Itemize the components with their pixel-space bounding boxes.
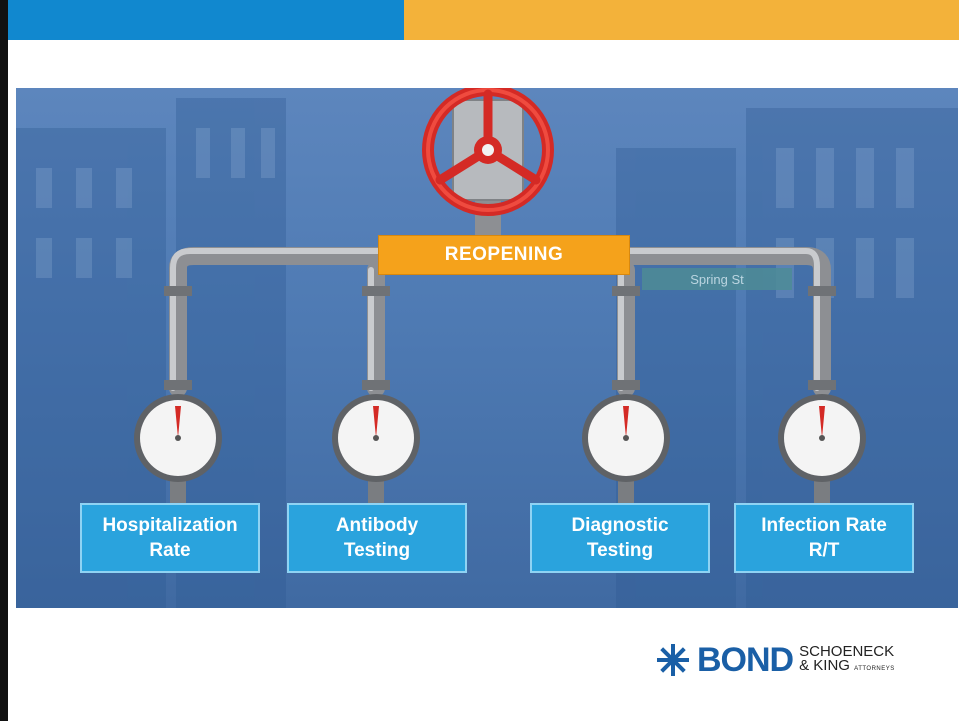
metric-box-hospitalization: Hospitalization Rate	[80, 503, 260, 573]
street-sign: Spring St	[642, 268, 792, 290]
reopening-label: REOPENING	[378, 235, 630, 275]
metric-line2: Rate	[149, 540, 191, 561]
metric-line1: Diagnostic	[571, 515, 669, 536]
valve-wheel-icon	[422, 88, 554, 238]
metric-line1: Infection Rate	[761, 515, 887, 536]
logo-bond: BOND	[697, 640, 794, 679]
snowflake-logo-icon	[657, 644, 689, 676]
gauge-icon	[134, 394, 222, 482]
gauge-icon	[778, 394, 866, 482]
logo-king: & KING	[799, 656, 850, 674]
metric-box-antibody: Antibody Testing	[287, 503, 467, 573]
metric-box-infection: Infection Rate R/T	[734, 503, 914, 573]
frame-border	[0, 0, 8, 721]
metric-box-diagnostic: Diagnostic Testing	[530, 503, 710, 573]
metric-line1: Hospitalization	[102, 515, 238, 536]
metric-line1: Antibody	[335, 515, 419, 536]
logo-attorneys: ATTORNEYS	[854, 665, 895, 672]
header-bar-blue	[8, 0, 404, 40]
reopening-graphic: Spring St REOPENING Hospitalization Rate…	[16, 88, 958, 608]
logo-schoeneck: SCHOENECK	[799, 642, 895, 660]
metric-line2: Testing	[343, 540, 411, 561]
metric-line2: R/T	[808, 540, 840, 561]
gauge-icon	[332, 394, 420, 482]
gauge-icon	[582, 394, 670, 482]
firm-logo: BOND SCHOENECK & KING ATTORNEYS	[655, 640, 945, 680]
metric-line2: Testing	[586, 540, 654, 561]
header-bar-orange	[404, 0, 959, 40]
